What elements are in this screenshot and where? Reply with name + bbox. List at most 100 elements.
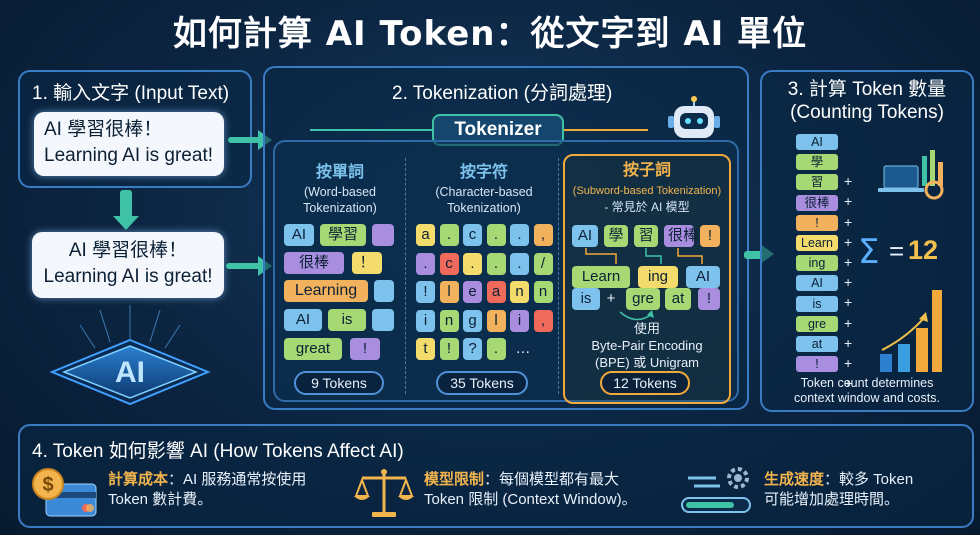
token-chip: AI [686,266,720,288]
counted-token-chip: 很棒 [796,194,838,211]
counted-token-chip: ing [796,255,838,272]
token-chip: 學習 [320,224,366,246]
subword-method-3: (BPE) 或 Unigram [594,355,700,370]
column-divider [558,158,559,394]
token-chip: ！ [352,252,382,274]
input-text-zh: AI 學習很棒！ [44,119,163,140]
char-token-chip: ? [463,338,482,360]
char-token-chip: . [510,224,529,246]
word-based-subtitle-1: (Word-based [303,185,377,199]
char-token-chip: c [439,252,459,275]
counted-token-chip: is [796,295,838,312]
curved-arrow-icon [619,310,654,321]
word-based-title: 按單詞 (Word-based Tokenization) [284,162,396,216]
token-chip: AI [284,309,322,331]
char-token-chip: . [416,252,435,275]
limit-line1: ：每個模型都有最大 [484,471,620,488]
input-text-en: Learning AI is great! [44,145,213,166]
connector-line [310,129,432,131]
token-chip: 習 [634,225,658,247]
speed-key: 生成速度 [764,471,825,488]
speed-line1: ：較多 Token [824,471,914,488]
token-chip: Learn [572,266,630,288]
char-token-chip: n [533,281,553,303]
merge-arrows-icon [585,248,703,264]
char-token-chip: . [486,338,506,360]
speed-line2: 可能增加處理時間。 [764,491,900,508]
token-chip: is [328,309,366,331]
speed-item: 生成速度：較多 Token 可能增加處理時間。 [764,470,913,510]
char-token-chip: g [463,309,482,332]
char-token-chip: l [486,309,506,332]
word-based-subtitle-2: Tokenization) [303,201,377,215]
plus-sign: + [844,355,853,371]
char-token-chip: . [439,224,459,246]
char-token-chip: l [439,281,459,303]
plus-sign: + [844,375,853,392]
char-token-chip: ! [439,338,459,360]
char-token-chip: n [439,309,459,332]
token-chip: 很棒 [284,252,344,274]
arrow-down-icon [113,190,139,230]
sum-symbol: Σ [858,232,880,272]
token-chip: AI [284,224,314,246]
plus-sign: + [844,213,853,230]
char-token-chip: . [486,224,506,246]
char-based-heading: 按字符 [459,164,508,181]
limit-line2: Token 限制 (Context Window)。 [424,491,637,508]
token-effects-panel [18,424,974,528]
subword-method-1: 使用 [633,321,660,336]
plus-sign: + [844,274,853,291]
counted-token-chip: AI [796,134,838,150]
word-based-count: 9 Tokens [294,371,384,395]
counted-token-chip: ! [796,214,838,231]
counted-token-chip: gre [796,315,838,332]
dollar-card-icon: $ [32,468,97,517]
cost-key: 計算成本 [108,471,169,488]
input-text-bubble: AI 學習很棒！ Learning AI is great! [34,112,224,176]
char-based-subtitle-1: (Character-based [435,185,533,199]
counting-tokens-title: 3. 計算 Token 數量 (Counting Tokens) [760,78,974,124]
plus-sign: + [844,294,853,311]
counting-title-1: 3. 計算 Token 數量 [787,79,947,100]
ai-chip-logo-icon: AI [49,305,211,406]
token-total: 12 [908,235,939,265]
cost-item: 計算成本：AI 服務通常按使用 Token 數計費。 [108,470,306,510]
laptop-chart-icon [878,150,944,200]
equals-sign: = [889,236,905,266]
char-token-chip: i [510,309,529,332]
token-chip: AI [572,225,598,247]
token-chip: gre [626,288,660,310]
char-token-chip: t [416,338,435,360]
input-text-zh-copy: AI 學習很棒！ [68,240,188,261]
char-token-chip: . [510,252,529,275]
token-chip: Learning [284,280,368,302]
counted-token-chip: at [796,336,838,352]
char-token-chip: ! [416,281,435,303]
token-chip [374,280,394,302]
char-token-chip: a [486,281,506,303]
connector-line [564,129,648,131]
subword-method: 使用 Byte-Pair Encoding (BPE) 或 Unigram [566,320,728,371]
counting-title-2: (Counting Tokens) [790,102,944,123]
char-token-chip: . [463,252,482,275]
plus-sign: + [844,233,853,250]
robot-icon [668,96,720,138]
counting-note-1: Token count determines [800,376,934,390]
plus-sign: + [844,254,853,270]
arrow-right-icon [228,130,272,150]
plus-sign: + [606,290,616,307]
subword-title: 按子詞 (Subword-based Tokenization) - 常見於 A… [566,160,728,215]
token-chip: ! [350,338,380,360]
counted-token-chip: Learn [796,235,838,251]
char-token-chip: c [463,224,482,246]
arrow-right-icon [226,256,272,276]
token-chip: is [572,288,600,310]
token-chip [372,224,394,246]
speed-progress-icon [681,467,751,513]
svg-text:$: $ [42,474,53,496]
limit-item: 模型限制：每個模型都有最大 Token 限制 (Context Window)。 [424,470,637,510]
char-token-chip: , [533,309,553,332]
column-divider [405,158,406,394]
token-chip: great [284,338,342,360]
